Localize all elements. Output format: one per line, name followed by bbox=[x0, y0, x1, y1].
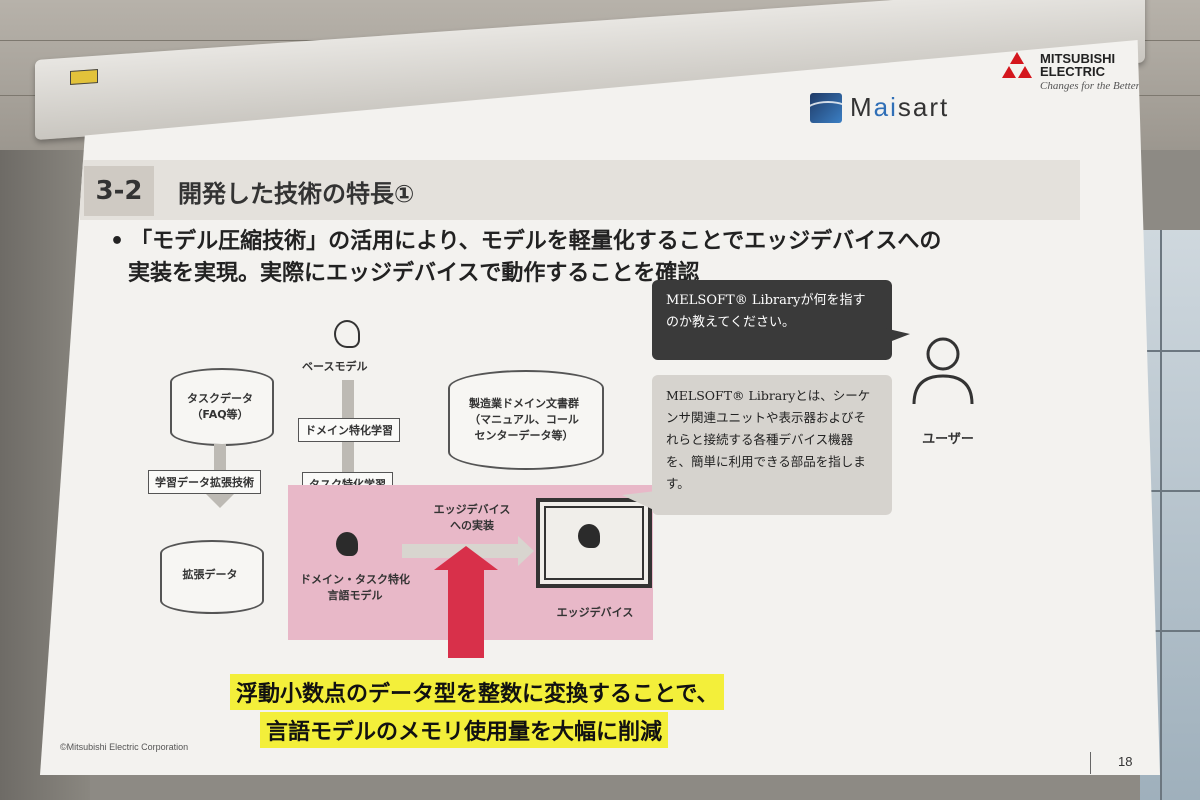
projected-slide: Maisart MITSUBISHI ELECTRIC Changes for … bbox=[40, 40, 1160, 775]
copyright: ©Mitsubishi Electric Corporation bbox=[60, 742, 189, 752]
window-mullion bbox=[1160, 230, 1162, 800]
augmented-data-cylinder bbox=[160, 540, 264, 614]
window-mullion bbox=[1140, 490, 1200, 492]
user-icon bbox=[912, 337, 974, 405]
edge-impl-label: エッジデバイス への実装 bbox=[433, 503, 511, 532]
company-tagline: Changes for the Better bbox=[1040, 80, 1140, 92]
maisart-logo: Maisart bbox=[810, 92, 949, 123]
mitsubishi-logo: MITSUBISHI ELECTRIC Changes for the Bett… bbox=[1000, 52, 1140, 92]
bullet-text: •「モデル圧縮技術」の活用により、モデルを軽量化することでエッジデバイスへの 実… bbox=[110, 226, 1070, 290]
company-name-line1: MITSUBISHI bbox=[1040, 51, 1116, 66]
maisart-text-ai: ai bbox=[873, 92, 898, 122]
warning-label bbox=[70, 69, 98, 85]
three-diamonds-icon bbox=[1000, 52, 1034, 82]
section-number: 3-2 bbox=[84, 166, 154, 216]
specialized-model-label: ドメイン・タスク特化 言語モデル bbox=[300, 573, 410, 602]
domain-docs-cylinder bbox=[448, 370, 604, 470]
maisart-text-m: M bbox=[850, 92, 874, 122]
caption-line-2: 言語モデルのメモリ使用量を大幅に削減 bbox=[260, 712, 669, 748]
footer-divider bbox=[1090, 752, 1091, 774]
window-mullion bbox=[1140, 350, 1200, 352]
task-data-cylinder bbox=[170, 368, 274, 446]
company-name-line2: ELECTRIC bbox=[1040, 64, 1105, 79]
bullet-line-1: 「モデル圧縮技術」の活用により、モデルを軽量化することでエッジデバイスへの bbox=[130, 229, 942, 254]
device-brain-icon bbox=[578, 524, 600, 548]
answer-bubble: MELSOFT® Libraryとは、シーケンサ関連ユニットや表示器およびそれら… bbox=[622, 375, 892, 515]
task-data-label: タスクデータ （FAQ等） bbox=[187, 392, 253, 421]
header-band bbox=[80, 160, 1080, 220]
head-brain-icon bbox=[336, 532, 358, 556]
question-bubble: MELSOFT® Libraryが何を指すのか教えてください。 bbox=[652, 280, 910, 360]
base-model-label: ベースモデル bbox=[302, 360, 368, 373]
augmentation-box: 学習データ拡張技術 bbox=[148, 470, 261, 494]
window-mullion bbox=[1140, 630, 1200, 632]
head-outline-icon bbox=[334, 320, 360, 348]
maisart-text-rest: sart bbox=[897, 92, 950, 122]
section-title: 開発した技術の特長① bbox=[178, 180, 415, 208]
page-number: 18 bbox=[1118, 754, 1133, 769]
domain-docs-label: 製造業ドメイン文書群 （マニュアル、コール センターデータ等） bbox=[469, 397, 579, 442]
bullet-line-2: 実装を実現。実際にエッジデバイスで動作することを確認 bbox=[128, 261, 700, 286]
big-red-arrow bbox=[434, 546, 498, 658]
edge-device-label: エッジデバイス bbox=[556, 606, 634, 619]
maisart-icon bbox=[810, 92, 842, 123]
domain-training-box: ドメイン特化学習 bbox=[298, 418, 400, 442]
caption-line-1: 浮動小数点のデータ型を整数に変換することで、 bbox=[230, 674, 725, 710]
user-label: ユーザー bbox=[922, 432, 974, 447]
augmented-data-label: 拡張データ bbox=[182, 568, 238, 581]
